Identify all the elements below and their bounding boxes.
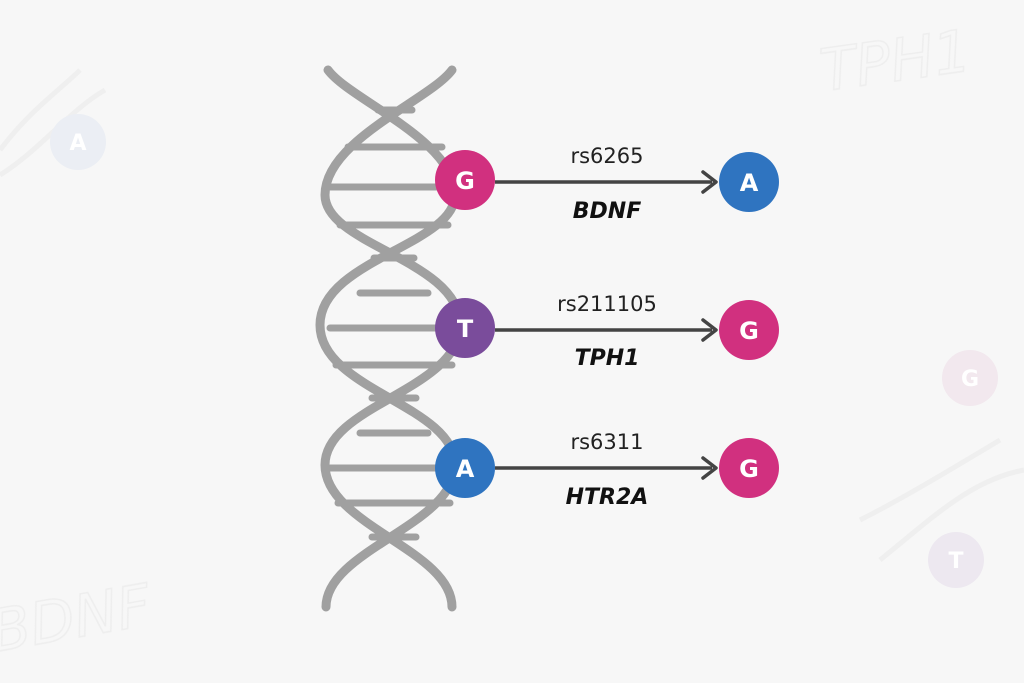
watermark-text-tph1: TPH1 [816,16,975,104]
background-watermarks: A TPH1 G T BDNF [0,16,1024,666]
snp-id-label: rs6265 [570,144,643,168]
alt-allele-letter: G [739,455,759,483]
gene-label: TPH1 [575,346,640,371]
variant-row-2: T G rs211105 TPH1 [435,292,779,371]
gene-label: HTR2A [566,485,649,510]
ref-allele-circle [435,150,495,210]
variant-row-3: A G rs6311 HTR2A [435,430,779,510]
arrowhead-icon [701,456,718,480]
helix-strand-1 [315,65,460,612]
ref-allele-letter: A [456,455,475,483]
watermark-circle-t [928,532,984,588]
arrowhead-icon [701,170,718,194]
gene-label: BDNF [573,199,641,224]
ref-allele-circle [435,298,495,358]
watermark-circle-g [942,350,998,406]
alt-allele-circle [719,438,779,498]
watermark-letter-g: G [961,367,979,392]
alt-allele-letter: G [739,317,759,345]
arrowhead-icon [701,318,718,342]
watermark-helix-right [858,437,1024,562]
alt-allele-letter: A [740,169,759,197]
ref-allele-circle [435,438,495,498]
snp-id-label: rs6311 [570,430,643,454]
alt-allele-circle [719,300,779,360]
watermark-circle-a [50,114,106,170]
ref-allele-letter: G [455,167,475,195]
ref-allele-letter: T [457,315,474,343]
watermark-text-bdnf: BDNF [0,570,157,665]
variant-row-1: G A rs6265 BDNF [435,144,779,224]
watermark-letter-t: T [948,549,963,574]
watermark-letter-a: A [69,131,86,156]
alt-allele-circle [719,152,779,212]
snp-id-label: rs211105 [557,292,657,316]
